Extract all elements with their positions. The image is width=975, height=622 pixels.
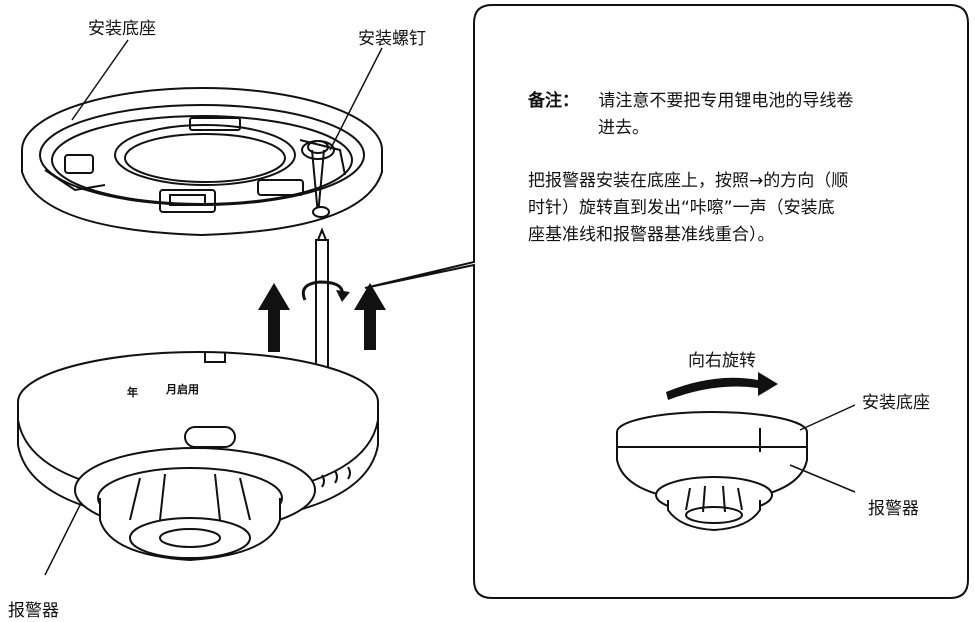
callout-box-outline	[364, 4, 969, 599]
note-line-2: 进去。	[598, 118, 649, 138]
instruction-block: 把报警器安装在底座上，按照→的方向（顺 时针）旋转直到发出“咔嚓”一声（安装底 …	[528, 168, 848, 249]
mounting-base	[21, 87, 383, 237]
instruction-line-3: 座基准线和报警器基准线重合）。	[528, 225, 775, 245]
rotate-right-arrow-icon	[666, 372, 778, 400]
instruction-line-1: 把报警器安装在底座上，按照→的方向（顺	[528, 171, 849, 191]
device-year-mark: 年	[127, 386, 138, 399]
up-arrow-right	[354, 283, 386, 350]
device-month-mark: 月启用	[166, 383, 199, 396]
label-alarm: 报警器	[8, 601, 59, 621]
label-mounting-screw: 安装螺钉	[358, 29, 426, 49]
instruction-line-2: 时针）旋转直到发出“咔嚓”一声（安装底	[528, 198, 835, 218]
label-mounting-base-right: 安装底座	[862, 393, 930, 413]
label-mounting-base: 安装底座	[88, 19, 156, 39]
assembled-device	[616, 411, 808, 532]
note-line-1: 请注意不要把专用锂电池的导线卷	[598, 91, 854, 111]
note-block: 备注： 请注意不要把专用锂电池的导线卷 进去。	[528, 88, 853, 142]
alarm-device	[17, 351, 379, 562]
label-alarm-right: 报警器	[868, 499, 919, 519]
note-title: 备注：	[528, 91, 579, 111]
rotate-arrow-icon	[301, 280, 350, 302]
label-rotate-right: 向右旋转	[688, 351, 756, 371]
up-arrow-left	[258, 283, 290, 352]
